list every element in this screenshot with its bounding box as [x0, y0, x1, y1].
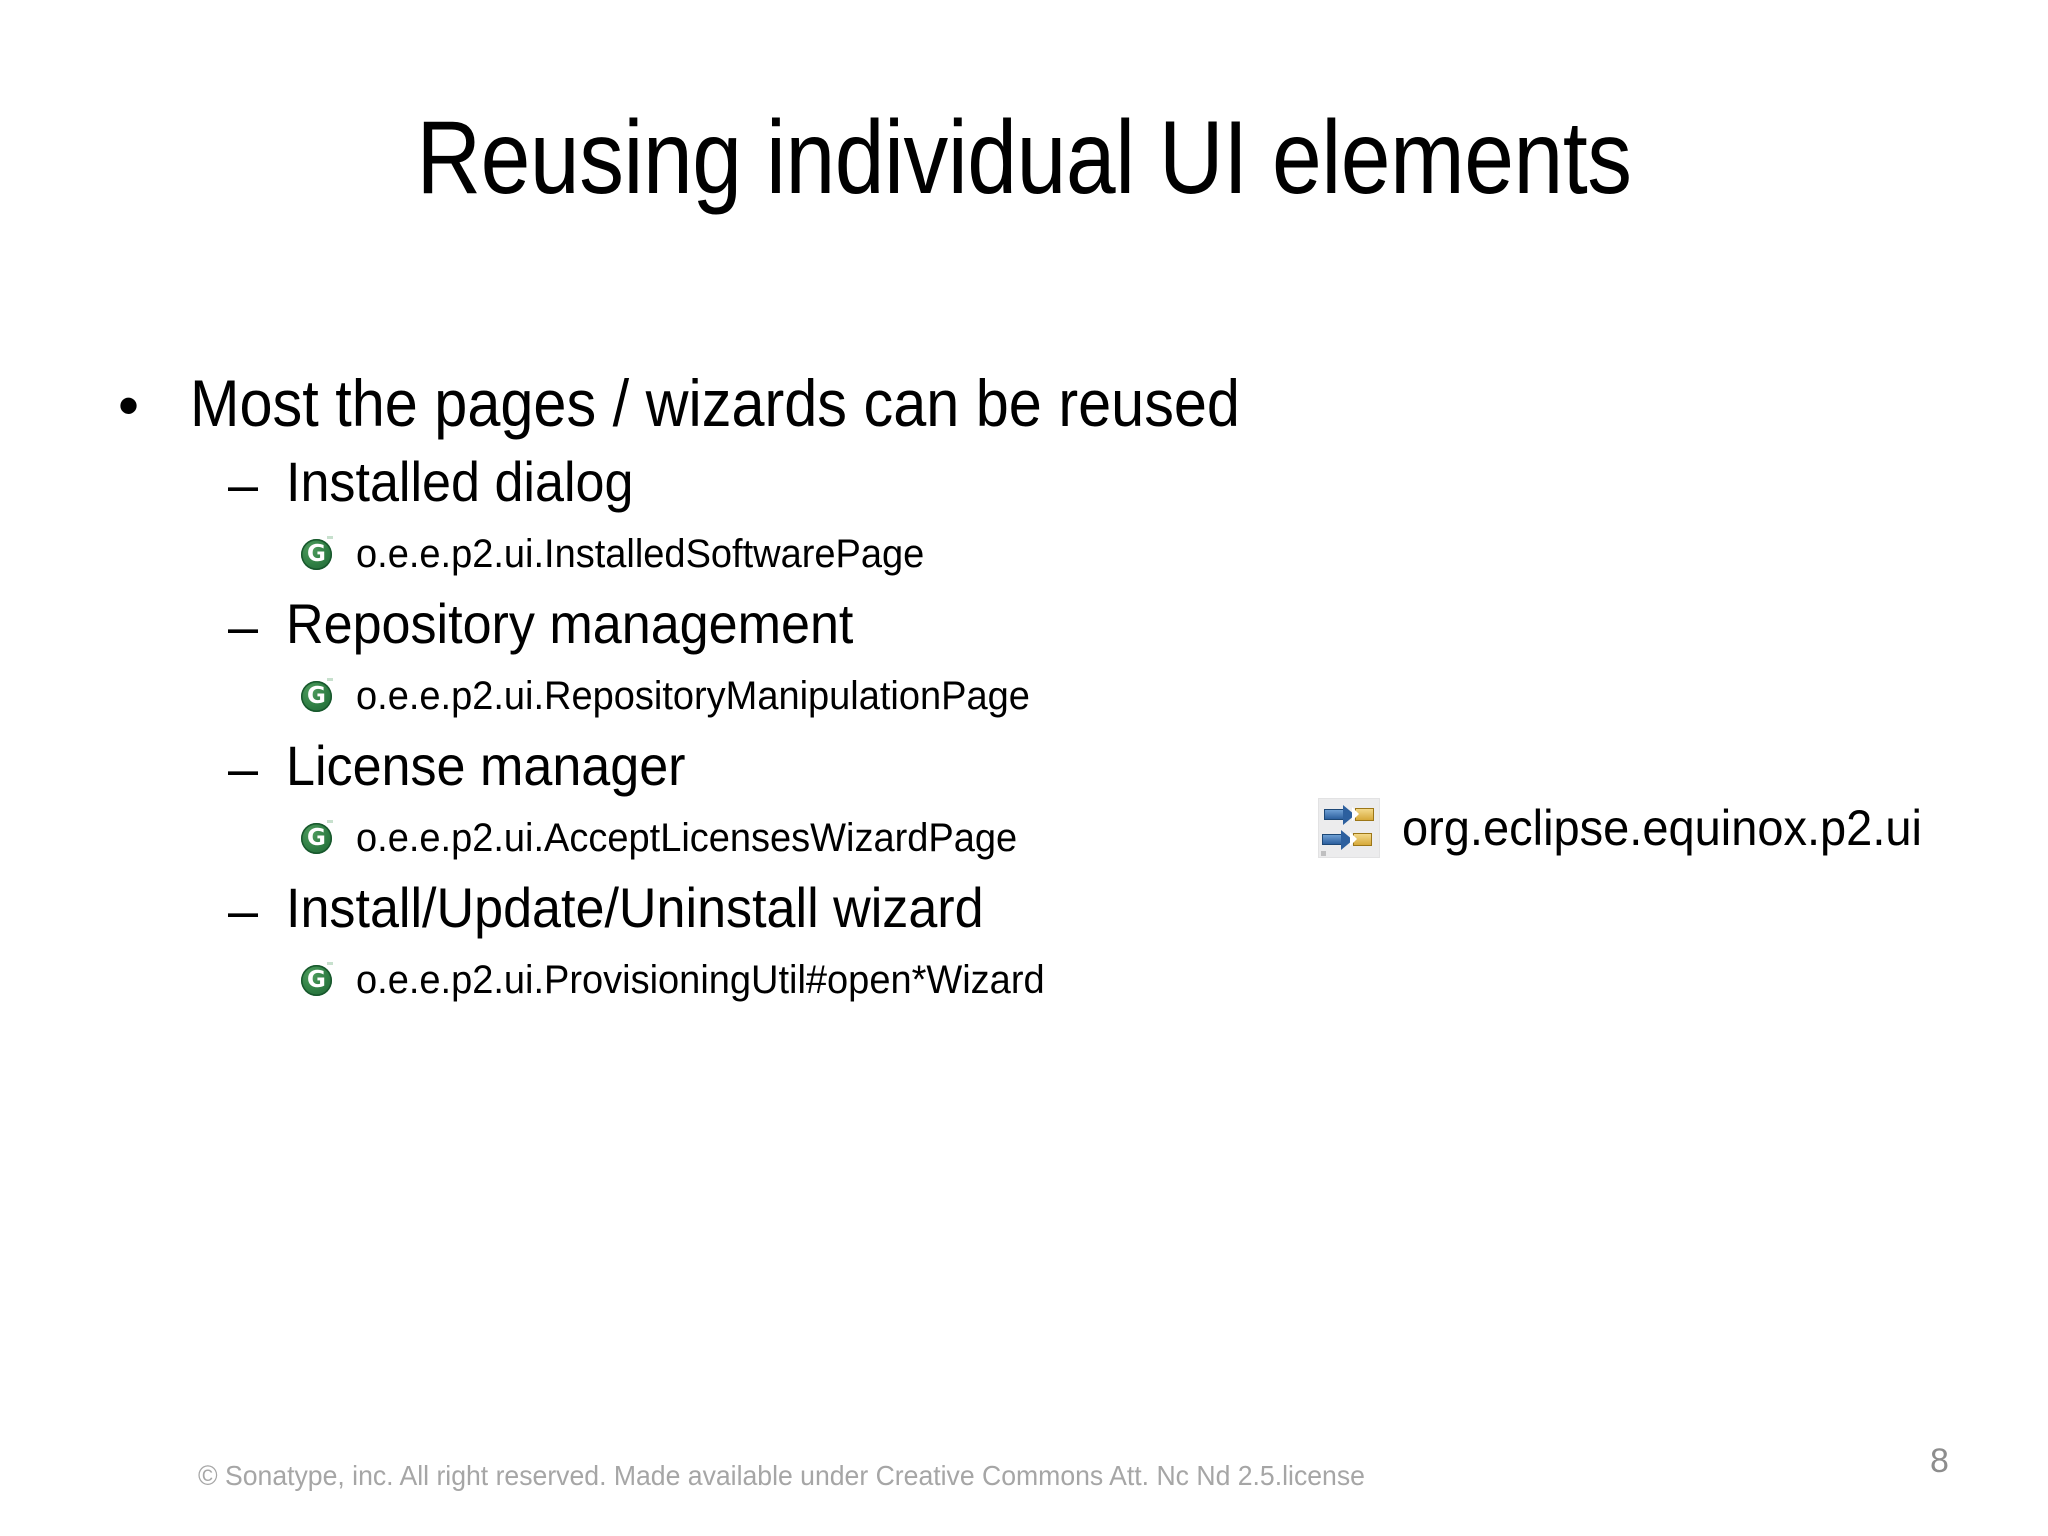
plug-body-icon — [1322, 834, 1342, 845]
plug-body-icon — [1324, 809, 1344, 820]
class-icon-glyph: G — [307, 683, 326, 709]
class-icon-disc — [301, 823, 332, 854]
class-icon-tick — [327, 536, 333, 539]
bullet-level2: – Install/Update/Uninstall wizard — [0, 876, 1360, 941]
bullet-level3: G o.e.e.p2.ui.AcceptLicensesWizardPage — [0, 818, 1360, 858]
bullet-level3: G o.e.e.p2.ui.ProvisioningUtil#open*Wiza… — [0, 960, 1360, 1000]
page-title: Reusing individual UI elements — [416, 100, 1632, 216]
socket-notch-icon — [1350, 832, 1357, 846]
bullet-level2: – License manager — [0, 734, 1360, 799]
bullet-level3: G o.e.e.p2.ui.InstalledSoftwarePage — [0, 534, 1360, 574]
class-name-label: o.e.e.p2.ui.ProvisioningUtil#open*Wizard — [356, 958, 1045, 1002]
dash-icon: – — [228, 881, 259, 941]
eclipse-class-icon: G — [300, 678, 334, 713]
bullet-level1: • Most the pages / wizards can be reused — [0, 370, 1360, 436]
group-title: Install/Update/Uninstall wizard — [286, 876, 984, 939]
slide-body: • Most the pages / wizards can be reused… — [0, 370, 1360, 1000]
class-icon-tick — [327, 678, 333, 681]
class-icon-disc — [301, 681, 332, 712]
bundle-callout: org.eclipse.equinox.p2.ui — [1318, 798, 1955, 858]
group-license-manager: – License manager G o.e.e.p2.ui.AcceptLi… — [0, 734, 1360, 859]
class-icon-glyph: G — [307, 825, 326, 851]
dash-icon: – — [228, 597, 259, 657]
group-title: License manager — [286, 734, 686, 797]
eclipse-class-icon: G — [300, 536, 334, 571]
eclipse-class-icon: G — [300, 962, 334, 997]
plug-socket-pair-top — [1324, 804, 1376, 826]
bullet-dot-icon: • — [118, 372, 140, 439]
class-icon-glyph: G — [307, 541, 326, 567]
class-icon-tick — [327, 820, 333, 823]
bundle-name-label: org.eclipse.equinox.p2.ui — [1402, 800, 1922, 856]
bullet-level2: – Installed dialog — [0, 450, 1360, 515]
page-number: 8 — [1930, 1442, 1949, 1480]
eclipse-class-icon: G — [300, 820, 334, 855]
class-icon-glyph: G — [307, 967, 326, 993]
bullet-level3: G o.e.e.p2.ui.RepositoryManipulationPage — [0, 676, 1360, 716]
group-install-update-uninstall-wizard: – Install/Update/Uninstall wizard G o.e.… — [0, 876, 1360, 1001]
socket-notch-icon — [1352, 807, 1359, 821]
bullet-level2: – Repository management — [0, 592, 1360, 657]
group-title: Repository management — [286, 592, 854, 655]
dash-icon: – — [228, 455, 259, 515]
eclipse-plugin-bundle-icon — [1318, 798, 1380, 858]
class-icon-disc — [301, 539, 332, 570]
class-icon-disc — [301, 965, 332, 996]
icon-corner-mark — [1321, 851, 1326, 856]
class-icon-tick — [327, 962, 333, 965]
group-title: Installed dialog — [286, 450, 634, 513]
class-name-label: o.e.e.p2.ui.AcceptLicensesWizardPage — [356, 816, 1018, 860]
group-installed-dialog: – Installed dialog G o.e.e.p2.ui.Install… — [0, 450, 1360, 575]
class-name-label: o.e.e.p2.ui.InstalledSoftwarePage — [356, 532, 925, 576]
plug-socket-pair-bottom — [1322, 829, 1374, 851]
group-repository-management: – Repository management G o.e.e.p2.ui.Re… — [0, 592, 1360, 717]
class-name-label: o.e.e.p2.ui.RepositoryManipulationPage — [356, 674, 1030, 718]
copyright-footer: © Sonatype, inc. All right reserved. Mad… — [198, 1460, 1365, 1491]
dash-icon: – — [228, 739, 259, 799]
bullet-level1-text: Most the pages / wizards can be reused — [190, 366, 1240, 440]
